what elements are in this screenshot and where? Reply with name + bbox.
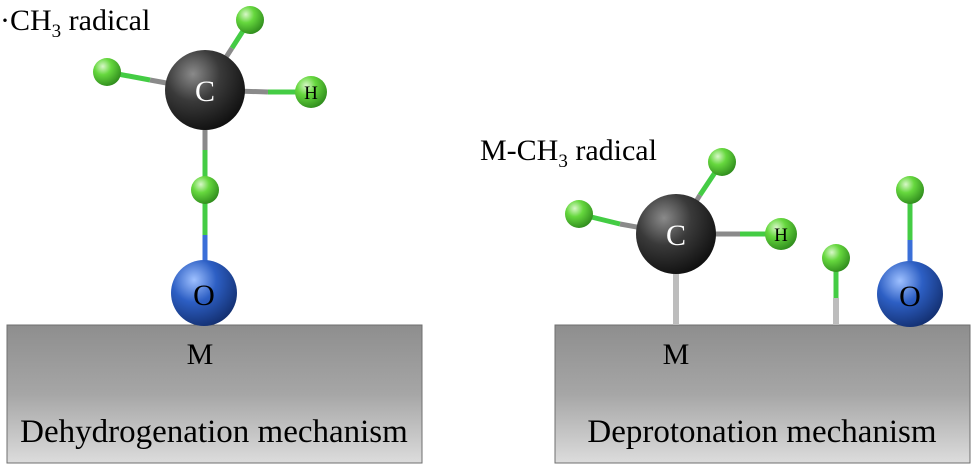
- hydrogen-atom-labeled: [765, 218, 797, 250]
- oxygen-atom: [877, 261, 943, 327]
- carbon-label: C: [195, 75, 215, 108]
- radical-title: ·CH3 radical: [0, 4, 150, 42]
- mechanism-label: Deprotonation mechanism: [587, 414, 936, 450]
- hydrogen-atom: [708, 148, 736, 176]
- surface-label: M: [187, 338, 214, 371]
- hydrogen-atom: [822, 244, 850, 272]
- hydrogen-atom: [236, 6, 264, 34]
- radical-title: M-CH3 radical: [480, 134, 657, 172]
- hydrogen-label: H: [304, 83, 318, 104]
- oxygen-atom: [171, 260, 237, 326]
- metal-surface: [554, 324, 971, 464]
- oxygen-label: O: [899, 280, 921, 313]
- panel-dehydrogenation: C H O ·CH3 radical M Dehydrogenation mec…: [0, 4, 423, 464]
- oxygen-label: O: [193, 279, 215, 312]
- hydrogen-atom-labeled: [295, 76, 327, 108]
- hydrogen-atom: [191, 176, 219, 204]
- metal-surface: [6, 324, 423, 464]
- hydrogen-atom: [565, 200, 593, 228]
- hydrogen-atom: [93, 58, 121, 86]
- carbon-atom: [636, 194, 716, 274]
- panel-deprotonation: C H O M-CH3 radical M Deprotonation mech…: [480, 134, 971, 464]
- surface-label: M: [663, 338, 690, 371]
- carbon-label: C: [666, 219, 686, 252]
- hydrogen-label: H: [774, 225, 788, 246]
- hydrogen-atom: [896, 176, 924, 204]
- carbon-atom: [165, 50, 245, 130]
- mechanism-label: Dehydrogenation mechanism: [20, 414, 408, 450]
- bonds: [578, 160, 913, 325]
